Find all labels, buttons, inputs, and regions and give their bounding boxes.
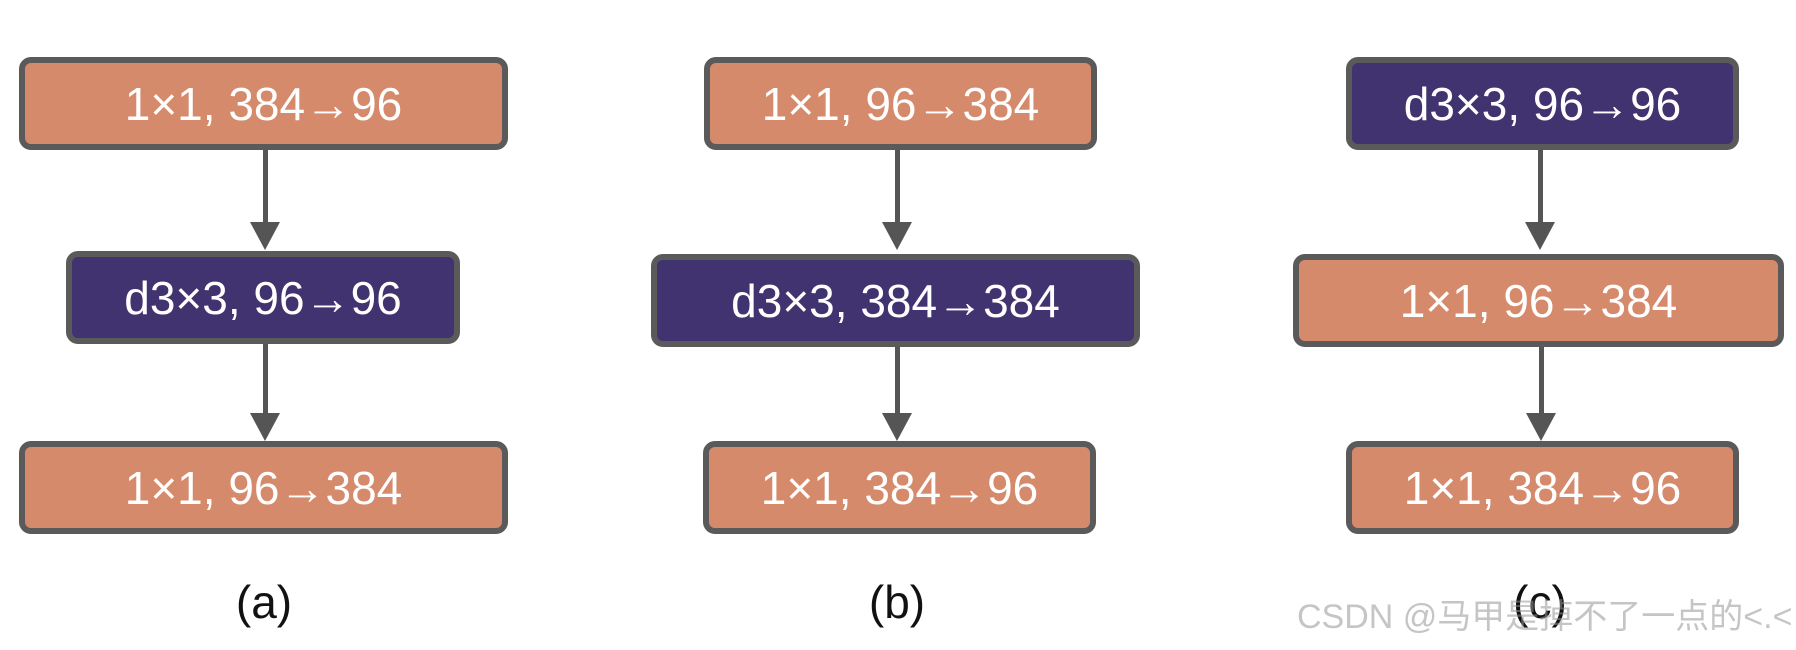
block-c-3-label: 1×1, 384→96 [1403,461,1682,514]
arrow-b-2-shaft [895,347,900,417]
block-c-2: 1×1, 96→384 [1293,254,1784,347]
arrow-c-2-head [1526,413,1556,441]
block-c-1-label: d3×3, 96→96 [1403,77,1682,130]
arrow-a-2-head [250,413,280,441]
arrow-c-1-shaft [1538,150,1543,226]
arrow-b-1 [878,150,918,250]
block-a-1: 1×1, 384→96 [19,57,508,150]
block-c-3: 1×1, 384→96 [1346,441,1739,534]
arrow-b-2 [878,347,918,441]
block-a-2-label: d3×3, 96→96 [124,271,402,324]
block-a-3-label: 1×1, 96→384 [124,461,403,514]
arrow-a-2-shaft [263,344,268,417]
block-a-3: 1×1, 96→384 [19,441,508,534]
arrow-b-2-head [882,413,912,441]
block-b-1-label: 1×1, 96→384 [761,77,1040,130]
block-c-2-label: 1×1, 96→384 [1399,274,1678,327]
arrow-c-2-shaft [1539,347,1544,417]
block-a-1-label: 1×1, 384→96 [124,77,403,130]
arrow-a-1-head [250,222,280,250]
arrow-b-1-shaft [895,150,900,226]
block-b-1: 1×1, 96→384 [704,57,1097,150]
block-a-2: d3×3, 96→96 [66,251,460,344]
arrow-b-1-head [882,222,912,250]
arrow-c-2 [1522,347,1562,441]
caption-b: (b) [868,576,926,628]
block-b-2-label: d3×3, 384→384 [731,274,1060,327]
block-b-3-label: 1×1, 384→96 [760,461,1039,514]
caption-c: (c) [1513,576,1567,628]
arrow-a-1-shaft [263,150,268,226]
caption-a: (a) [235,576,293,628]
block-c-1: d3×3, 96→96 [1346,57,1739,150]
arrow-c-1 [1521,150,1561,250]
block-b-2: d3×3, 384→384 [651,254,1140,347]
arrow-a-2 [246,344,286,441]
arrow-c-1-head [1525,222,1555,250]
arrow-a-1 [246,150,286,250]
block-b-3: 1×1, 384→96 [703,441,1096,534]
watermark: CSDN @马甲是掉不了一点的<.< [1297,598,1793,636]
